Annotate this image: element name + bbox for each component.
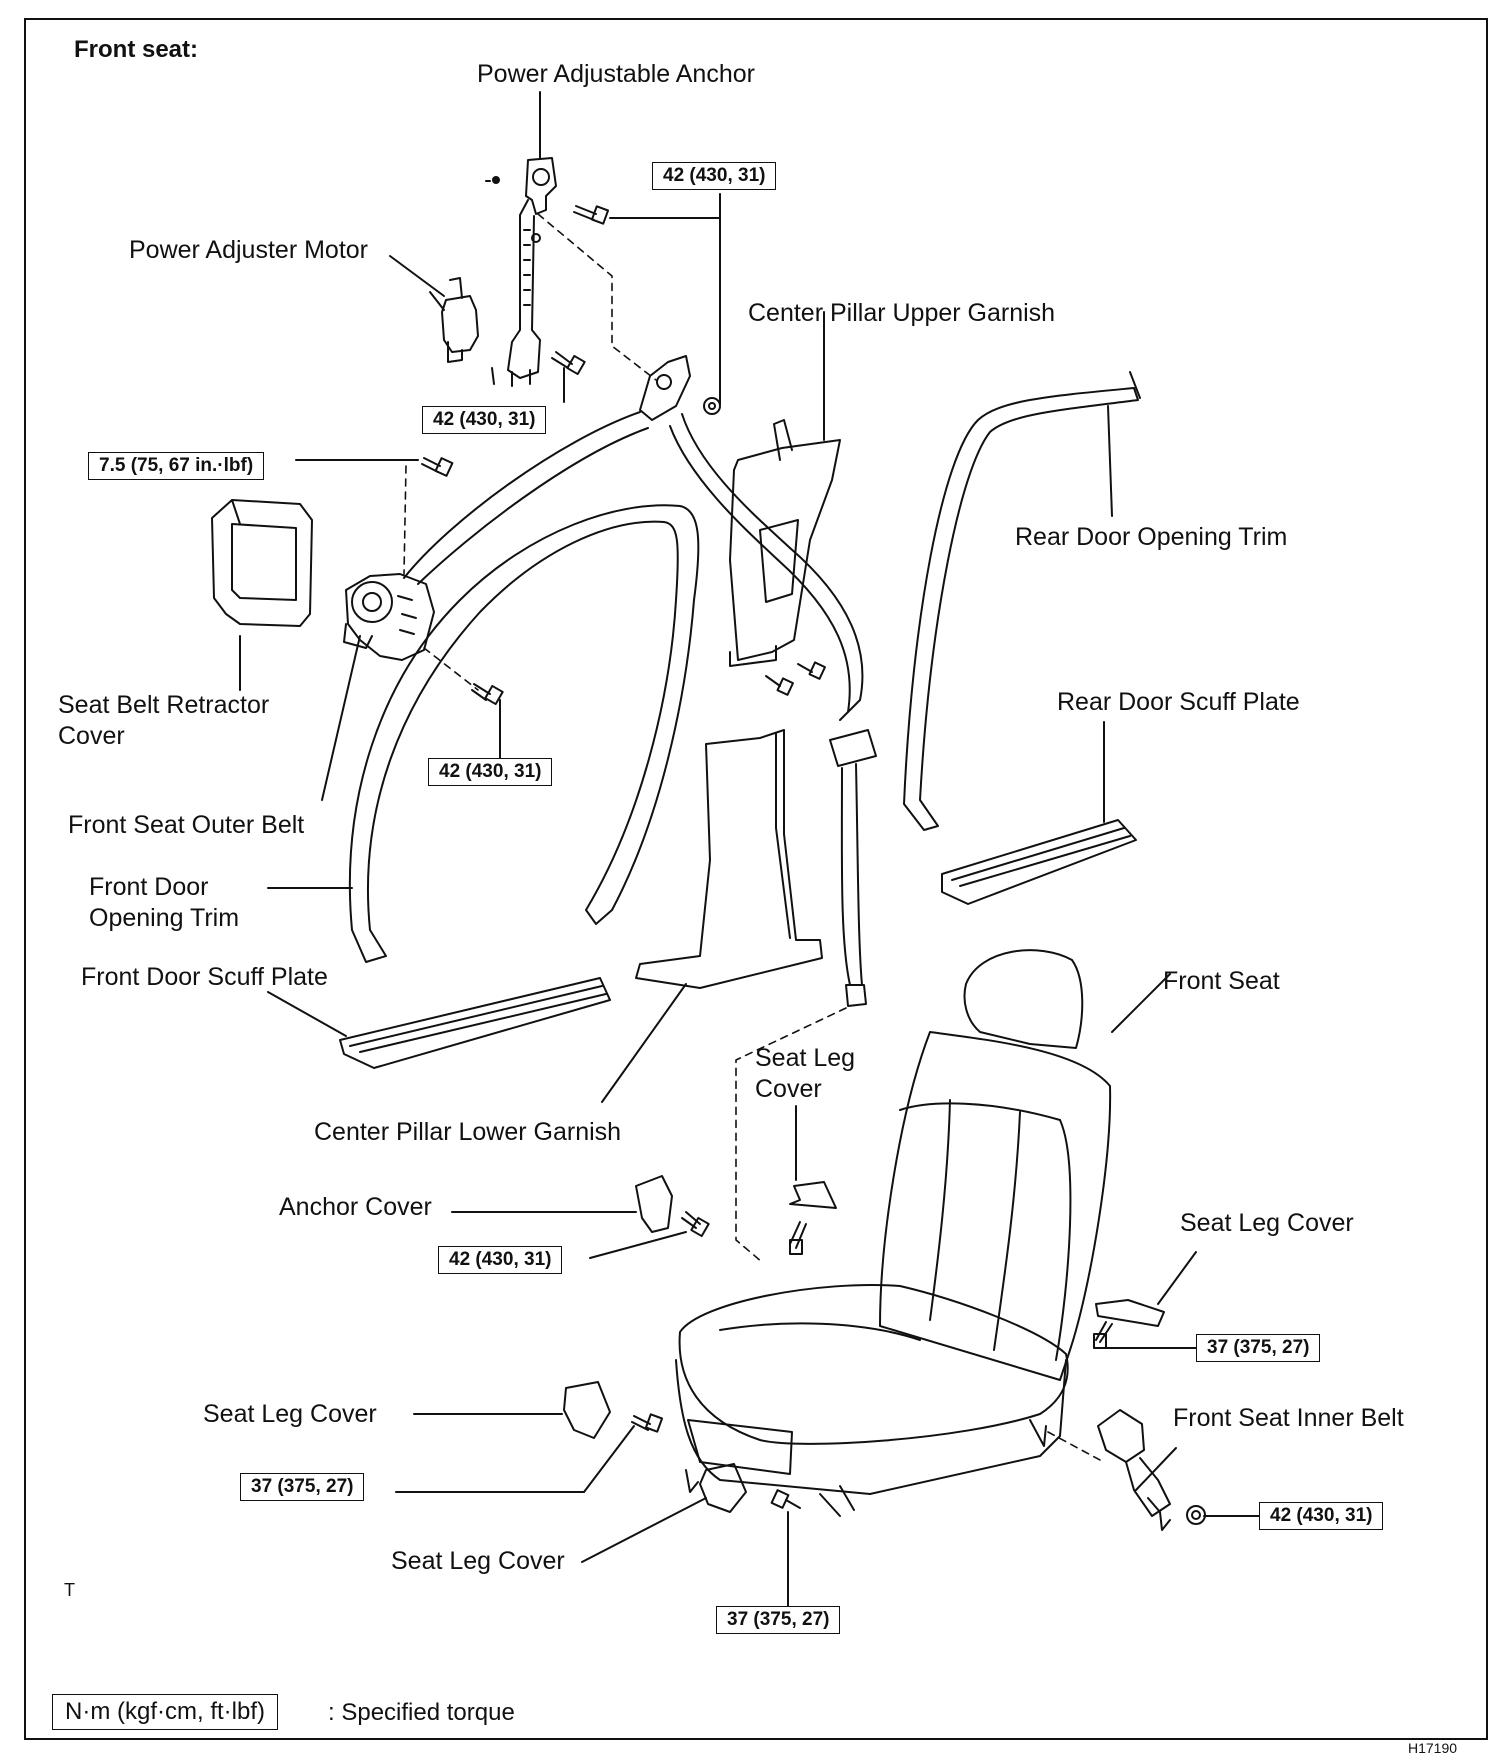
label-front-door-opening-trim: Front Door Opening Trim xyxy=(89,873,240,932)
bolt-leg-left xyxy=(631,1413,664,1433)
bolt-pillar-a xyxy=(797,661,826,680)
corner-mark: T xyxy=(64,1580,75,1600)
label-center-pillar-upper-garnish: Center Pillar Upper Garnish xyxy=(748,299,1056,327)
nut-pillar xyxy=(703,397,721,415)
center-pillar-lower-garnish-part xyxy=(601,729,823,1103)
torque-retractor-low: 42 (430, 31) xyxy=(428,758,553,786)
torque-anchor-upper: 42 (430, 31) xyxy=(652,162,777,190)
bolt-anchor-upper xyxy=(573,205,610,225)
label-front-door-scuff-plate: Front Door Scuff Plate xyxy=(81,963,328,991)
torque-leg-right: 37 (375, 27) xyxy=(1196,1334,1321,1362)
diagram-frame xyxy=(24,18,1488,1740)
label-rear-door-opening-trim: Rear Door Opening Trim xyxy=(1015,523,1288,551)
bolt-retractor-top xyxy=(421,457,454,477)
label-front-seat-inner-belt: Front Seat Inner Belt xyxy=(1173,1404,1404,1432)
label-seat-leg-cover-left: Seat Leg Cover xyxy=(203,1400,377,1428)
bolt-anchor-cover xyxy=(681,1211,710,1238)
legend-text: : Specified torque xyxy=(328,1699,515,1726)
torque-leg-left: 37 (375, 27) xyxy=(240,1473,365,1501)
torque-leg-bottom: 37 (375, 27) xyxy=(716,1606,841,1634)
seat-leg-cover-top-part xyxy=(789,1105,837,1209)
retractor-cover-part xyxy=(211,499,313,627)
outer-belt-webbing xyxy=(403,355,877,1007)
dashed-guides xyxy=(403,213,1101,1461)
leader-lines xyxy=(239,91,1261,1607)
bolts xyxy=(421,205,1206,1525)
bolt-leg-cover-top xyxy=(789,1221,807,1255)
label-seat-leg-cover-top: Seat Leg Cover xyxy=(755,1044,856,1103)
seat-leg-cover-left-part xyxy=(413,1381,611,1439)
label-power-adjustable-anchor: Power Adjustable Anchor xyxy=(477,60,755,88)
front-seat-part xyxy=(675,949,1171,1517)
diagram-title: Front seat: xyxy=(74,36,199,63)
power-adjustable-anchor-part xyxy=(485,157,557,387)
torque-anchor-cover: 42 (430, 31) xyxy=(438,1246,563,1274)
bolt-leg-bottom xyxy=(770,1489,801,1509)
bolt-anchor-lower xyxy=(551,351,586,376)
power-adjuster-motor-part xyxy=(429,277,479,363)
label-center-pillar-lower-garnish: Center Pillar Lower Garnish xyxy=(314,1118,622,1146)
legend-unit-box: N·m (kgf·cm, ft·lbf) xyxy=(52,1694,278,1730)
front-seat-inner-belt-part xyxy=(1097,1409,1177,1531)
label-seat-belt-retractor-cover: Seat Belt Retractor Cover xyxy=(58,691,270,750)
retractor-part xyxy=(343,573,435,661)
label-front-seat: Front Seat xyxy=(1163,967,1280,995)
bolt-leg-right xyxy=(1093,1321,1113,1349)
label-rear-door-scuff-plate: Rear Door Scuff Plate xyxy=(1057,688,1300,716)
torque-inner-belt: 42 (430, 31) xyxy=(1259,1502,1384,1530)
rear-door-scuff-plate-part xyxy=(941,721,1137,905)
rear-door-opening-trim-part xyxy=(903,371,1141,831)
label-seat-leg-cover-bottom: Seat Leg Cover xyxy=(391,1547,565,1575)
label-power-adjuster-motor: Power Adjuster Motor xyxy=(129,236,368,264)
figure-code: H17190 xyxy=(1408,1740,1458,1756)
nut-inner-belt xyxy=(1186,1505,1206,1525)
seat-leg-cover-right-part xyxy=(1095,1251,1197,1327)
seat-leg-cover-bottom-part xyxy=(581,1463,747,1563)
label-front-seat-outer-belt: Front Seat Outer Belt xyxy=(68,811,305,839)
bolt-pillar-b xyxy=(765,675,794,696)
label-anchor-cover: Anchor Cover xyxy=(279,1193,432,1221)
front-door-opening-trim-part xyxy=(267,504,700,963)
torque-anchor-lower: 42 (430, 31) xyxy=(422,406,547,434)
anchor-cover-part xyxy=(451,1175,673,1233)
torque-retractor-top: 7.5 (75, 67 in.·lbf) xyxy=(88,452,265,480)
label-seat-leg-cover-right: Seat Leg Cover xyxy=(1180,1209,1354,1237)
bolt-retractor-low xyxy=(471,683,504,706)
center-pillar-upper-garnish-part xyxy=(729,311,841,667)
front-door-scuff-plate-part xyxy=(267,977,611,1069)
